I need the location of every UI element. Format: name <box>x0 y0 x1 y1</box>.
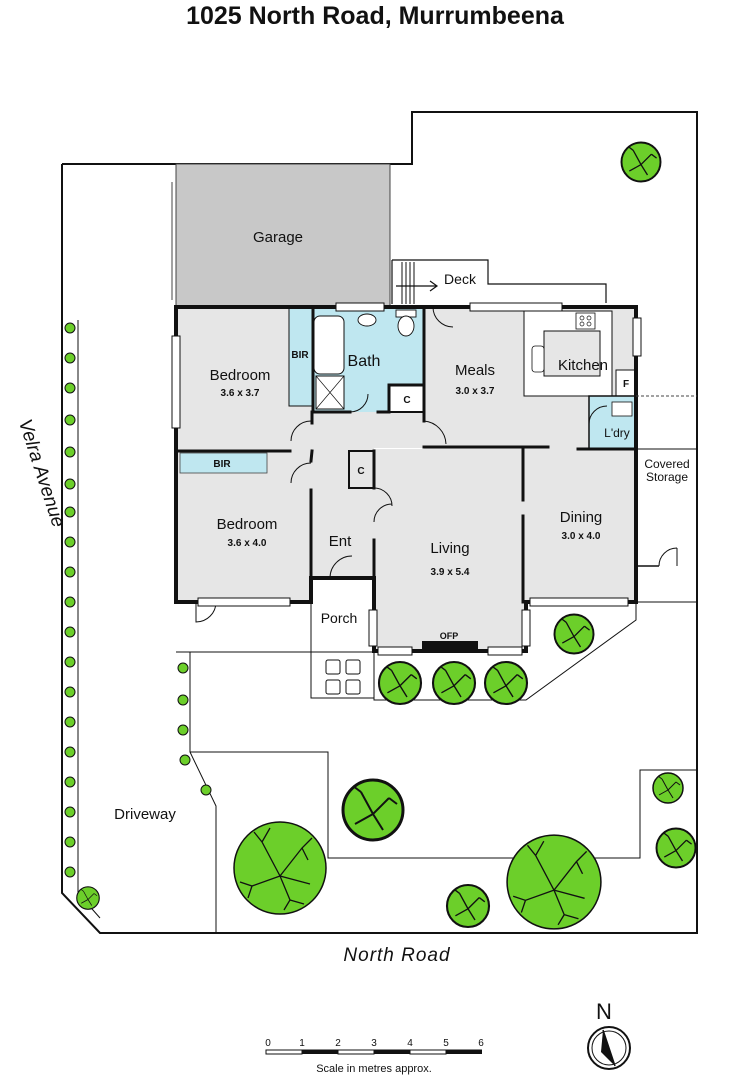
bedroom1-size: 3.6 x 3.7 <box>221 388 260 399</box>
scale-tick-4: 4 <box>407 1038 413 1049</box>
dining-label: Dining <box>560 509 603 526</box>
windows <box>171 302 642 656</box>
porch-label: Porch <box>321 610 358 626</box>
bathtub <box>313 315 345 375</box>
bir-lower-label: BIR <box>213 459 231 470</box>
fridge-label: F <box>623 379 629 390</box>
property-boundary <box>61 111 698 934</box>
bedroom1-label: Bedroom <box>210 367 271 384</box>
deck-area <box>392 259 607 303</box>
cupboard2-label: C <box>357 466 364 477</box>
fireplace <box>422 641 478 653</box>
laundry-label: L'dry <box>604 426 630 440</box>
north-compass-icon: N <box>587 999 631 1070</box>
cooktop <box>575 312 596 330</box>
living-label: Living <box>430 540 469 557</box>
fireplace-label: OFP <box>440 631 459 641</box>
deck-arrow-icon <box>396 280 439 292</box>
bath-label: Bath <box>348 353 381 370</box>
meals-label: Meals <box>455 362 495 379</box>
entry-label: Ent <box>329 533 352 550</box>
meals-size: 3.0 x 3.7 <box>456 386 495 397</box>
scale-caption: Scale in metres approx. <box>316 1063 432 1075</box>
side-street-label: Velra Avenue <box>14 417 69 530</box>
covered-storage-label-2: Storage <box>646 470 688 484</box>
porch-outline <box>310 602 374 699</box>
dining-size: 3.0 x 4.0 <box>562 531 601 542</box>
cupboard1-label: C <box>403 395 410 406</box>
sink <box>531 345 545 373</box>
scale-tick-1: 1 <box>299 1038 305 1049</box>
scale-tick-2: 2 <box>335 1038 341 1049</box>
deck-label: Deck <box>444 271 477 287</box>
vanity-basin <box>357 313 377 327</box>
garage-label: Garage <box>253 229 303 246</box>
living-size: 3.9 x 5.4 <box>431 567 470 578</box>
covered-storage-label-1: Covered <box>644 457 689 471</box>
walls <box>174 305 638 653</box>
scale-tick-3: 3 <box>371 1038 377 1049</box>
scale-tick-5: 5 <box>443 1038 449 1049</box>
bir-top-label: BIR <box>291 350 309 361</box>
deck-steps <box>401 262 415 304</box>
scale-tick-6: 6 <box>478 1038 484 1049</box>
front-street-label: North Road <box>343 945 451 966</box>
paving-tiles <box>325 659 361 695</box>
driveway-label: Driveway <box>114 806 176 823</box>
laundry-tub <box>611 401 633 417</box>
scale-tick-0: 0 <box>265 1038 271 1049</box>
doors <box>195 306 678 623</box>
bedroom2-size: 3.6 x 4.0 <box>228 538 267 549</box>
scale-bar: 0 1 2 3 4 5 6 Scale in metres approx. <box>265 1038 484 1075</box>
kitchen-label: Kitchen <box>558 357 608 374</box>
plan-title: 1025 North Road, Murrumbeena <box>186 2 564 30</box>
toilet-bowl <box>397 315 415 337</box>
compass-label: N <box>596 999 612 1024</box>
bedroom2-label: Bedroom <box>217 516 278 533</box>
garage-area <box>175 163 391 308</box>
